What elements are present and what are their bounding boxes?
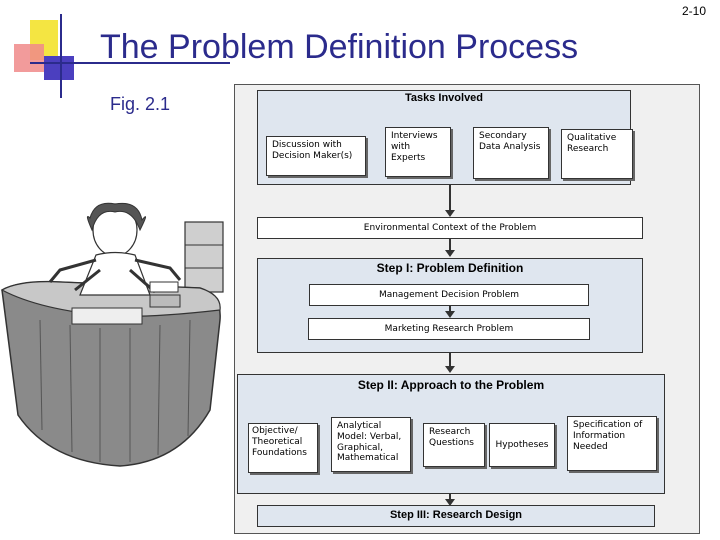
task-qualitative: Qualitative Research — [561, 129, 633, 179]
analytical-model: Analytical Model: Verbal, Graphical, Mat… — [331, 417, 411, 472]
task-discussion: Discussion with Decision Maker(s) — [266, 136, 366, 176]
tasks-header: Tasks Involved — [404, 92, 484, 104]
task-interviews: Interviews with Experts — [385, 127, 451, 177]
arrow-management-to-marketing — [445, 306, 455, 318]
slide-title: The Problem Definition Process — [100, 28, 579, 66]
figure-label: Fig. 2.1 — [110, 94, 171, 114]
decor-vertical-line — [60, 14, 62, 98]
specification-of-information: Specification of Information Needed — [567, 416, 657, 471]
hypotheses: Hypotheses — [489, 423, 555, 467]
decor-pink-square — [14, 44, 44, 72]
arrow-step1-to-step2 — [445, 353, 455, 373]
decor-horizontal-line — [30, 62, 230, 64]
step2-header: Step II: Approach to the Problem — [357, 378, 545, 392]
stressed-worker-illustration — [0, 202, 224, 467]
research-questions: Research Questions — [423, 423, 485, 467]
task-secondary-data: Secondary Data Analysis — [473, 127, 549, 179]
arrow-context-to-step1 — [445, 239, 455, 257]
arrow-tasks-to-context — [445, 185, 455, 217]
slide-number: 2-10 — [681, 4, 706, 18]
objective-theoretical-foundations: Objective/ Theoretical Foundations — [248, 423, 318, 473]
decor-blue-square — [44, 56, 74, 80]
arrow-step2-to-step3 — [445, 494, 455, 506]
step3-research-design: Step III: Research Design — [257, 505, 655, 527]
step1-header: Step I: Problem Definition — [376, 261, 524, 275]
environmental-context-box: Environmental Context of the Problem — [257, 217, 643, 239]
management-decision-problem: Management Decision Problem — [309, 284, 589, 306]
marketing-research-problem: Marketing Research Problem — [308, 318, 590, 340]
